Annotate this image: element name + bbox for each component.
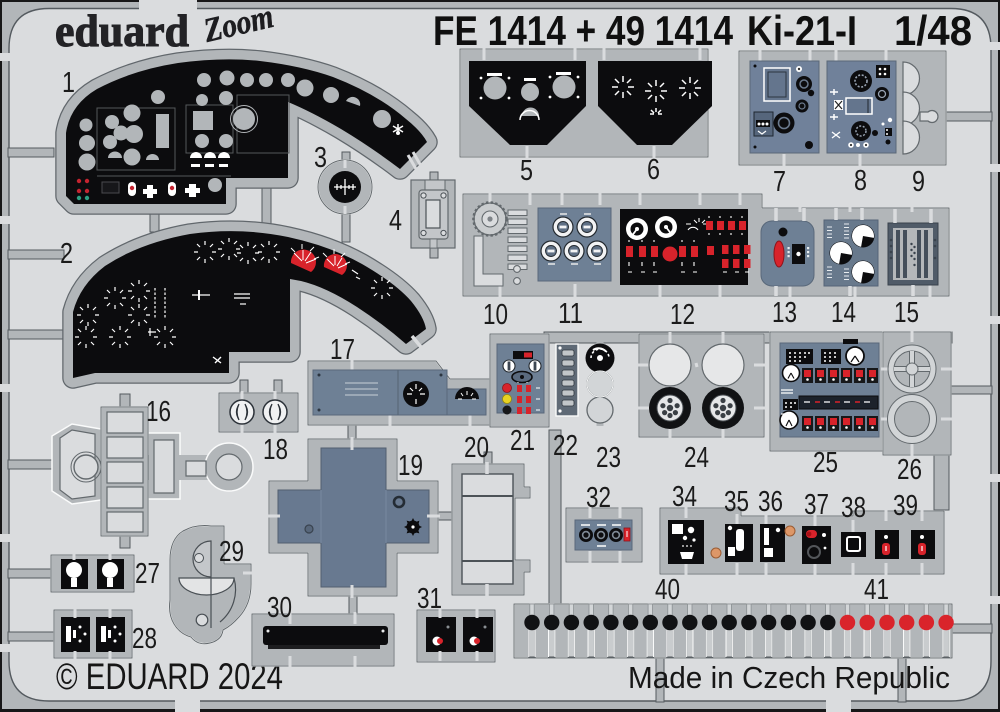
svg-text:9: 9 (912, 166, 925, 198)
svg-text:41: 41 (864, 574, 889, 606)
svg-text:Made in Czech Republic: Made in Czech Republic (628, 660, 950, 695)
svg-text:© EDUARD 2024: © EDUARD 2024 (56, 656, 283, 697)
svg-text:17: 17 (330, 334, 355, 366)
svg-text:20: 20 (464, 432, 489, 464)
svg-text:13: 13 (772, 297, 797, 329)
svg-text:12: 12 (670, 299, 695, 331)
svg-text:40: 40 (655, 574, 680, 606)
svg-text:1/48: 1/48 (894, 7, 972, 54)
svg-text:21: 21 (510, 425, 535, 457)
svg-text:18: 18 (263, 434, 288, 466)
svg-text:35: 35 (724, 486, 749, 518)
svg-text:6: 6 (647, 154, 660, 186)
svg-text:15: 15 (894, 297, 919, 329)
svg-text:32: 32 (586, 482, 611, 514)
svg-text:FE 1414 + 49 1414: FE 1414 + 49 1414 (433, 7, 734, 54)
svg-text:34: 34 (672, 481, 697, 513)
svg-text:8: 8 (854, 165, 867, 197)
svg-text:eduard: eduard (55, 5, 189, 56)
svg-text:22: 22 (553, 430, 578, 462)
svg-text:26: 26 (897, 454, 922, 486)
svg-text:24: 24 (684, 442, 709, 474)
svg-text:23: 23 (596, 442, 621, 474)
svg-text:31: 31 (417, 583, 442, 615)
svg-text:4: 4 (389, 205, 402, 237)
svg-text:30: 30 (267, 592, 292, 624)
svg-text:10: 10 (483, 299, 508, 331)
svg-text:5: 5 (520, 155, 533, 187)
svg-text:19: 19 (398, 450, 423, 482)
svg-text:Ki-21-I: Ki-21-I (747, 7, 857, 54)
svg-text:16: 16 (146, 396, 171, 428)
svg-text:25: 25 (813, 447, 838, 479)
svg-text:2: 2 (60, 238, 73, 270)
svg-text:27: 27 (135, 558, 160, 590)
svg-text:7: 7 (773, 166, 786, 198)
svg-text:39: 39 (893, 490, 918, 522)
svg-text:29: 29 (219, 536, 244, 568)
svg-text:3: 3 (314, 142, 327, 174)
svg-text:36: 36 (758, 486, 783, 518)
svg-text:11: 11 (558, 298, 583, 330)
svg-text:1: 1 (62, 67, 75, 99)
svg-text:28: 28 (132, 623, 157, 655)
svg-text:37: 37 (804, 489, 829, 521)
svg-text:14: 14 (831, 297, 856, 329)
svg-text:38: 38 (841, 492, 866, 524)
